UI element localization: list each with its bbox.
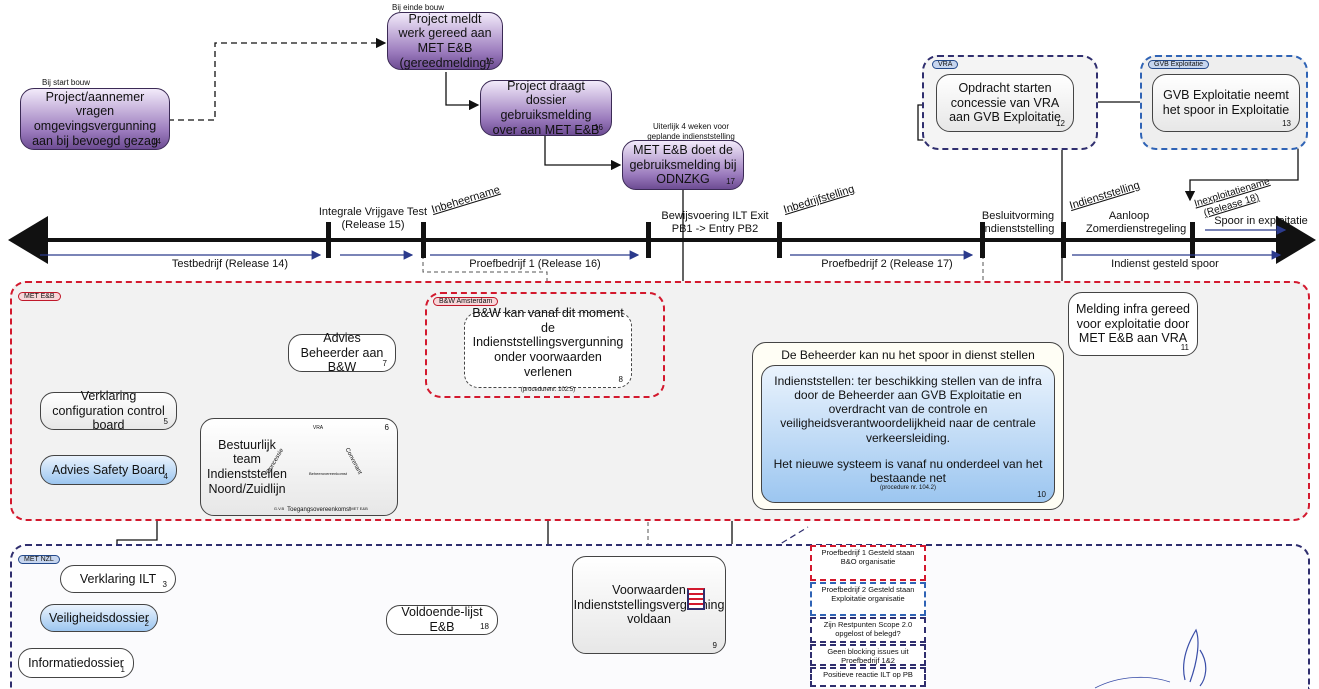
box-12-num: 12 [1056, 118, 1065, 128]
met-nzl-tag: MET NZL [18, 555, 60, 564]
box-14: Project/aannemer vragen omgevingsvergunn… [20, 88, 170, 150]
bw-amsterdam-region [425, 292, 665, 398]
box-12-text: Opdracht starten concessie van VRA aan G… [949, 80, 1061, 125]
box-8-sub: (procedurenr. 102.5) [520, 386, 576, 393]
box-10-text: Indienststellen: ter beschikking stellen… [774, 374, 1042, 445]
vra-tag: VRA [932, 60, 959, 69]
milestone-integrale-vrijgave: Integrale Vrijgave Test (Release 15) [318, 206, 428, 232]
box-18-num: 18 [480, 621, 489, 631]
box-15: Project meldt werk gereed aan MET E&B (g… [387, 12, 503, 70]
box-15-text: Project meldt werk gereed aan MET E&B (g… [398, 11, 492, 70]
triangle-toegang: Toegangsovereenkomst [287, 507, 351, 513]
box-15-num: 15 [485, 56, 494, 66]
milestone-spoor-in-exploitatie: Spoor in exploitatie [1214, 215, 1308, 227]
box-17: MET E&B doet de gebruiksmelding bij ODNZ… [622, 140, 744, 190]
box-14-num: 14 [152, 136, 161, 146]
box-13-num: 13 [1282, 118, 1291, 128]
box-10-outer: De Beheerder kan nu het spoor in dienst … [752, 342, 1064, 510]
box-10: Indienststellen: ter beschikking stellen… [761, 365, 1055, 503]
box-10-title: De Beheerder kan nu het spoor in dienst … [781, 348, 1035, 362]
phase-testbedrijf: Testbedrijf (Release 14) [171, 258, 289, 270]
box-4-text: Advies Safety Board [51, 462, 166, 477]
box-14-text: Project/aannemer vragen omgevingsvergunn… [32, 89, 158, 148]
box-5-text: Verklaring configuration control board [52, 388, 165, 433]
box-9-text: Voorwaarden Indienststellingsvergunning … [573, 582, 725, 627]
met-eb-tag: MET E&B [18, 292, 61, 301]
box-2: Veiligheidsdossier 2 [40, 604, 158, 632]
phase-proefbedrijf-1: Proefbedrijf 1 (Release 16) [469, 258, 601, 270]
box-8-text: B&W kan vanaf dit moment de Indienststel… [472, 305, 624, 379]
box-13: GVB Exploitatie neemt het spoor in Explo… [1152, 74, 1300, 132]
note-start-build: Bij start bouw [42, 78, 91, 87]
box-4: Advies Safety Board 4 [40, 455, 177, 485]
box-11-num: 11 [1180, 342, 1189, 352]
checklist-item: Proefbedrijf 1 Gesteld staan B&O organis… [810, 545, 926, 581]
box-2-num: 2 [144, 618, 149, 628]
box-3-text: Verklaring ILT [79, 571, 157, 586]
note-end-build: Bij einde bouw [392, 3, 445, 12]
checklist-item: Zijn Restpunten Scope 2.0 opgelost of be… [810, 617, 926, 643]
milestone-aanloop: Aanloop Zomerdienstregeling [1086, 210, 1187, 236]
milestone-bewijsvoering: Bewijsvoering ILT Exit PB1 -> Entry PB2 [661, 210, 769, 236]
triangle-meteb: MET E&B [350, 506, 368, 511]
box-8-num: 8 [618, 374, 623, 384]
box-13-text: GVB Exploitatie neemt het spoor in Explo… [1162, 88, 1290, 117]
box-17-num: 17 [726, 176, 735, 186]
box-9-num: 9 [712, 640, 717, 650]
bw-amsterdam-tag: B&W Amsterdam [433, 297, 499, 306]
box-3: Verklaring ILT 3 [60, 565, 176, 593]
box-6: Bestuurlijk team Indienststellen Noord/Z… [200, 418, 398, 516]
box-10-sub: (procedure nr. 104.2) [879, 485, 937, 492]
box-2-text: Veiligheidsdossier [48, 610, 150, 625]
box-3-num: 3 [162, 579, 167, 589]
box-7-text: Advies Beheerder aan B&W [300, 330, 384, 375]
box-7: Advies Beheerder aan B&W 7 [288, 330, 396, 375]
box-17-text: MET E&B doet de gebruiksmelding bij ODNZ… [629, 142, 737, 187]
box-6-text: Bestuurlijk team Indienststellen Noord/Z… [207, 437, 287, 496]
box-5-num: 5 [163, 416, 168, 426]
gvb-tag: GVB Exploitatie [1148, 60, 1210, 69]
checklist-flag-icon [687, 588, 705, 610]
note-four-weeks: Uiterlijk 4 weken voor geplande indienst… [647, 122, 735, 141]
box-8: B&W kan vanaf dit moment de Indienststel… [464, 306, 632, 393]
box-1-text: Informatiedossier [28, 655, 124, 670]
box-11: Melding infra gereed voor exploitatie do… [1068, 292, 1198, 356]
box-5: Verklaring configuration control board 5 [40, 388, 177, 433]
triangle-vra: VRA [312, 425, 324, 431]
box-6-num: 6 [384, 423, 389, 432]
box-1-num: 1 [120, 664, 125, 674]
box-1: Informatiedossier 1 [18, 648, 134, 678]
triangle-gvb: G.V.B [273, 506, 285, 511]
box-16: Project draagt dossier gebruiksmelding o… [480, 78, 612, 137]
box-10-text2: Het nieuwe systeem is vanaf nu onderdeel… [773, 456, 1043, 485]
triangle-beheer: Beheerovereenkomst [309, 471, 348, 476]
phase-indienst-gesteld: Indienst gesteld spoor [1111, 258, 1219, 270]
checklist-item: Proefbedrijf 2 Gesteld staan Exploitatie… [810, 582, 926, 616]
box-18-text: Voldoende-lijst E&B [401, 605, 483, 634]
phase-proefbedrijf-2: Proefbedrijf 2 (Release 17) [821, 258, 953, 270]
box-4-num: 4 [163, 471, 168, 481]
box-18: Voldoende-lijst E&B 18 [386, 605, 498, 635]
box-12: Opdracht starten concessie van VRA aan G… [936, 74, 1074, 132]
signature-mark [1094, 628, 1207, 689]
box-7-num: 7 [382, 358, 387, 368]
box-10-num: 10 [1037, 489, 1046, 499]
box-11-text: Melding infra gereed voor exploitatie do… [1076, 301, 1190, 346]
milestone-besluitvorming: Besluitvorming Indienststelling [981, 210, 1055, 236]
checklist-item: Positieve reactie ILT op PB [810, 667, 926, 687]
box-16-text: Project draagt dossier gebruiksmelding o… [492, 78, 600, 137]
box-16-num: 16 [594, 122, 603, 132]
checklist-item: Geen blocking issues uit Proefbedrijf 1&… [810, 644, 926, 666]
